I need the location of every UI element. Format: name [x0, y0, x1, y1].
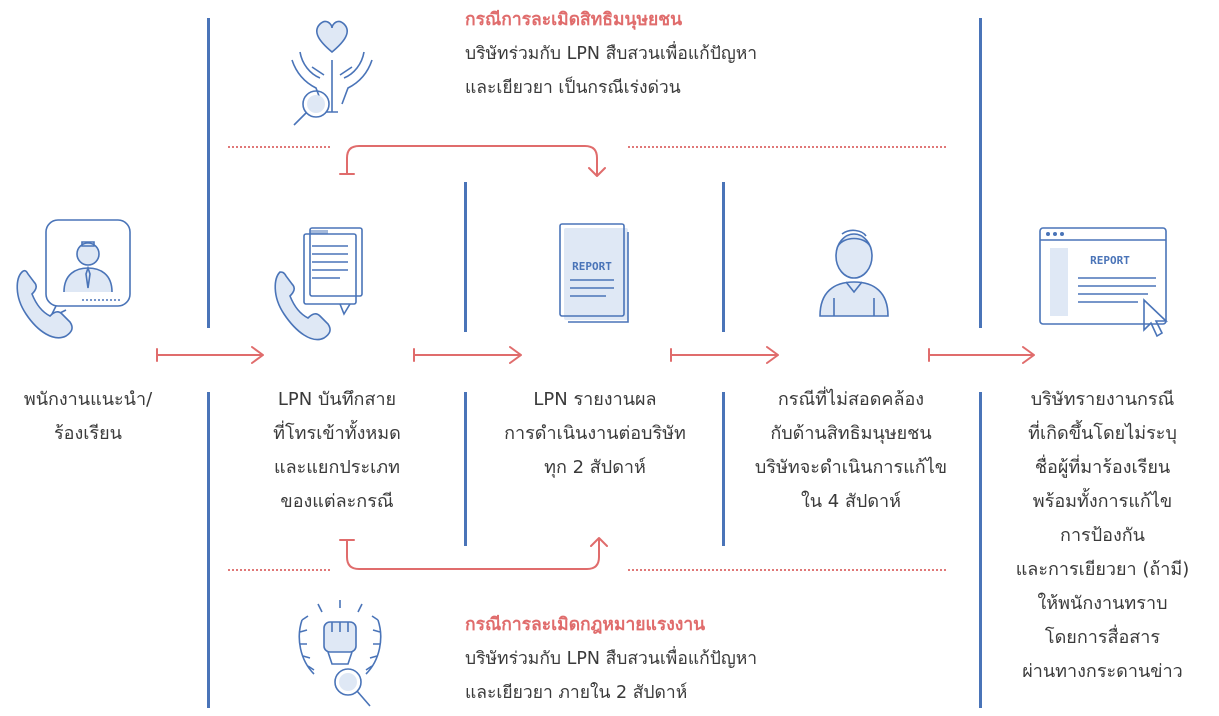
- dotted-separator: [628, 146, 946, 148]
- bottom-loop-arrow: [339, 537, 608, 570]
- report-screen-cursor-icon: REPORT: [1039, 227, 1168, 338]
- divider-3-top: [722, 182, 725, 332]
- phone-document-icon: [274, 227, 363, 341]
- divider-3-bottom: [722, 392, 725, 546]
- divider-2-top: [464, 182, 467, 332]
- divider-1-bottom: [207, 392, 210, 708]
- step-arrow-3: [670, 346, 779, 364]
- human-rights-case-line2: และเยียวยา เป็นกรณีเร่งด่วน: [465, 78, 681, 98]
- step-4-text: กรณีที่ไม่สอดคล้อง กับด้านสิทธิมนุษยชน บ…: [754, 389, 948, 512]
- step-5-text: บริษัทรายงานกรณี ที่เกิดขึ้นโดยไม่ระบุ ช…: [1015, 389, 1190, 682]
- labor-law-case-line2: และเยียวยา ภายใน 2 สัปดาห์: [465, 683, 688, 703]
- step-arrow-4: [928, 346, 1035, 364]
- divider-2-bottom: [464, 392, 467, 546]
- phone-id-card-icon: [16, 219, 131, 339]
- step-arrow-1: [156, 346, 264, 364]
- report-screen-label: REPORT: [1090, 254, 1130, 267]
- labor-rights-fist-icon: [298, 600, 382, 707]
- dotted-separator: [628, 569, 946, 571]
- step-arrow-2: [413, 346, 522, 364]
- human-rights-case-title: กรณีการละเมิดสิทธิมนุษยชน: [465, 10, 683, 30]
- step-3-text: LPN รายงานผล การดำเนินงานต่อบริษัท ทุก 2…: [504, 389, 686, 478]
- dotted-separator: [228, 569, 330, 571]
- heart-hands-icon: [291, 20, 373, 126]
- labor-law-case-title: กรณีการละเมิดกฎหมายแรงงาน: [465, 615, 706, 635]
- top-loop-arrow: [339, 145, 606, 177]
- employee-person-icon: [819, 229, 889, 317]
- report-label: REPORT: [572, 260, 612, 273]
- dotted-separator: [228, 146, 330, 148]
- divider-4-top: [979, 18, 982, 328]
- step-1-text: พนักงานแนะนำ/ ร้องเรียน: [23, 389, 153, 444]
- divider-1-top: [207, 18, 210, 328]
- report-document-icon: REPORT: [559, 223, 629, 323]
- human-rights-case: กรณีการละเมิดสิทธิมนุษยชน บริษัทร่วมกับ …: [465, 3, 965, 105]
- labor-law-case: กรณีการละเมิดกฎหมายแรงงาน บริษัทร่วมกับ …: [465, 608, 965, 710]
- human-rights-case-line1: บริษัทร่วมกับ LPN สืบสวนเพื่อแก้ปัญหา: [465, 44, 758, 64]
- labor-law-case-line1: บริษัทร่วมกับ LPN สืบสวนเพื่อแก้ปัญหา: [465, 649, 758, 669]
- divider-4-bottom: [979, 392, 982, 708]
- step-2-text: LPN บันทึกสาย ที่โทรเข้าทั้งหมด และแยกปร…: [273, 389, 401, 512]
